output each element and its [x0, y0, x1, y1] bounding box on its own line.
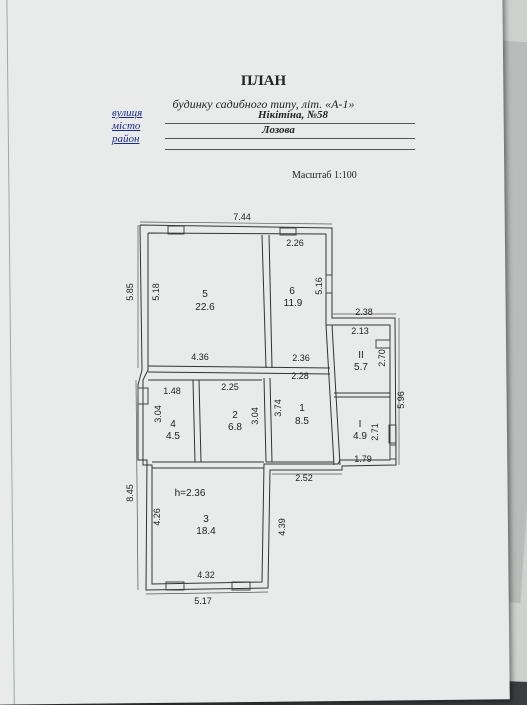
- dimension-label: 2.52: [295, 473, 313, 483]
- room-area: 4.9: [353, 431, 367, 442]
- dimension-label: 4.26: [152, 508, 162, 526]
- scale-label: Масштаб 1:100: [292, 170, 357, 181]
- ceiling-height: h=2.36: [175, 488, 206, 499]
- city-value: Лозова: [262, 124, 295, 136]
- dimension-label: 3.04: [153, 405, 163, 423]
- dimension-label: 2.26: [286, 238, 304, 248]
- windows: [137, 225, 397, 591]
- dimension-label: 2.13: [351, 326, 369, 336]
- dimension-label: 5.85: [125, 283, 135, 301]
- room-number: I: [359, 419, 362, 430]
- page-title: ПЛАН: [240, 73, 287, 89]
- street-line: [165, 123, 415, 124]
- dimension-label: 5.18: [151, 283, 161, 301]
- dimension-label: 5.96: [396, 391, 406, 409]
- dimension-label: 2.28: [291, 371, 309, 381]
- district-line: [165, 149, 415, 150]
- dimension-label: 2.71: [370, 423, 380, 441]
- dimension-label: 4.36: [191, 352, 209, 362]
- dimension-label: 2.70: [377, 349, 387, 367]
- page-subtitle: будинку садибного типу, літ. «А-1»: [172, 97, 355, 111]
- dimension-label: 8.45: [125, 484, 135, 502]
- room-number: II: [358, 350, 364, 361]
- dimension-label: 5.17: [194, 596, 212, 606]
- street-label: вулиця: [112, 107, 143, 119]
- room-number: 5: [202, 289, 208, 300]
- dimension-label: 4.39: [277, 518, 287, 536]
- dimension-label: 2.25: [221, 382, 239, 392]
- city-line: [165, 138, 415, 139]
- room-number: 2: [232, 410, 238, 421]
- dimension-label: 3.74: [273, 399, 283, 417]
- room-number: 4: [170, 419, 176, 430]
- room-number: 1: [299, 403, 305, 414]
- city-label: місто: [112, 120, 141, 132]
- dimension-lines: [135, 221, 400, 595]
- dimension-label: 1.48: [163, 386, 181, 396]
- room-area: 11.9: [284, 298, 303, 309]
- district-label: район: [112, 133, 140, 145]
- room-area: 22.6: [195, 302, 215, 313]
- room-area: 5.7: [354, 362, 368, 373]
- outer-walls: [137, 224, 397, 591]
- room-area: 6.8: [228, 422, 242, 433]
- dimension-label: 2.36: [292, 353, 310, 363]
- dimension-label: 4.32: [197, 570, 215, 580]
- interior-walls: [147, 234, 390, 469]
- room-area: 18.4: [196, 526, 216, 537]
- dimension-label: 5.16: [314, 277, 324, 295]
- room-area: 8.5: [295, 416, 309, 427]
- street-value: Нікітіна, №58: [258, 109, 329, 121]
- room-number: 6: [289, 286, 295, 297]
- room-area: 4.5: [166, 431, 180, 442]
- dimension-label: 7.44: [233, 212, 251, 222]
- dimension-label: 1.79: [354, 454, 372, 464]
- dimension-label: 2.38: [355, 307, 373, 317]
- dimension-label: 3.04: [250, 407, 260, 425]
- room-number: 3: [203, 514, 209, 525]
